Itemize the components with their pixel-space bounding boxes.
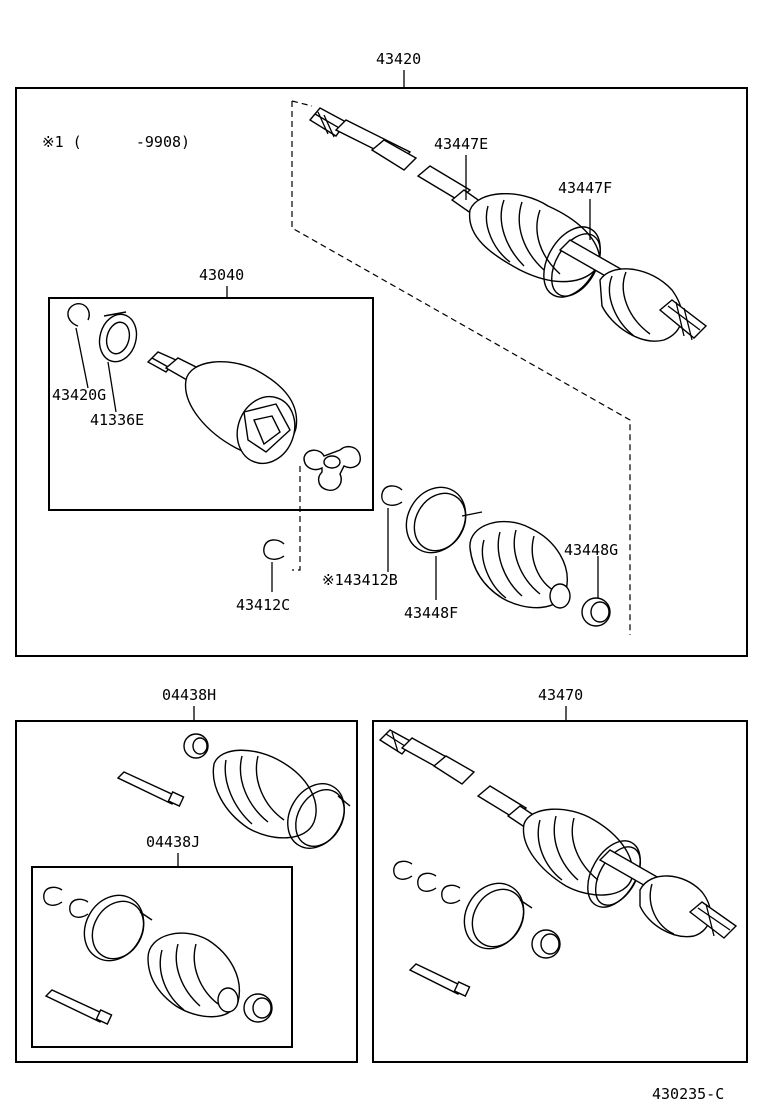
assembly-dashed-envelope: [291, 101, 631, 635]
rh-grease-tube: [408, 963, 471, 997]
inboard-joint-frame: [48, 297, 374, 511]
snap-ring-43412C: [263, 539, 285, 560]
dash-tripod: [292, 466, 301, 571]
grease-tube: [116, 771, 185, 807]
snap-ring-43420G: [67, 303, 90, 327]
leader-41336E: [107, 361, 117, 413]
label-04438J: 04438J: [146, 833, 200, 851]
outer-boot-clamp: [287, 783, 351, 849]
dash-top: [291, 100, 313, 107]
rh-small-clamp: [531, 929, 561, 959]
label-43447F: 43447F: [558, 179, 612, 197]
kit-small-clamp: [243, 993, 273, 1023]
label-43470: 43470: [538, 686, 583, 704]
label-41336E: 41336E: [90, 411, 144, 429]
inboard-joint-housing: [146, 351, 298, 465]
drive-shaft-assembly: [308, 107, 708, 342]
rh-shaft-frame: [372, 720, 748, 1063]
inner-boot-kit-frame: [31, 866, 293, 1048]
kit-inner-boot: [147, 932, 240, 1018]
kit-clamp-small: [183, 733, 209, 759]
label-43447E: 43447E: [434, 135, 488, 153]
label-43448G: 43448G: [564, 541, 618, 559]
rh-boot-clamp: [463, 882, 533, 950]
leader-43420G: [75, 327, 89, 389]
label-04438H: 04438H: [162, 686, 216, 704]
tripod-joint: [303, 445, 361, 491]
outer-boot: [212, 749, 317, 839]
kit-grease-tube: [44, 989, 113, 1025]
label-43448F: 43448F: [404, 604, 458, 622]
kit-inner-clamp: [83, 894, 153, 962]
rh-drive-shaft: [378, 729, 738, 939]
main-assembly-frame: [15, 87, 748, 657]
dust-seal-41336E: [98, 311, 138, 363]
label-43420G: 43420G: [52, 386, 106, 404]
snap-ring-43412B: [381, 485, 403, 506]
figure-code: 430235-C: [652, 1085, 724, 1103]
label-43412B: ※143412B: [322, 571, 398, 589]
boot-clamp-43448F: [405, 486, 483, 554]
label-43040: 43040: [199, 266, 244, 284]
boot-clamp-43448G: [581, 597, 611, 627]
label-43420: 43420: [376, 50, 421, 68]
label-43412C: 43412C: [236, 596, 290, 614]
boot-kit-frame: [15, 720, 358, 1063]
label-note: ※1 ( -9908): [42, 133, 190, 151]
kit-snap-rings: [43, 886, 89, 918]
rh-snap-rings: [393, 860, 461, 904]
inner-boot: [469, 520, 571, 609]
